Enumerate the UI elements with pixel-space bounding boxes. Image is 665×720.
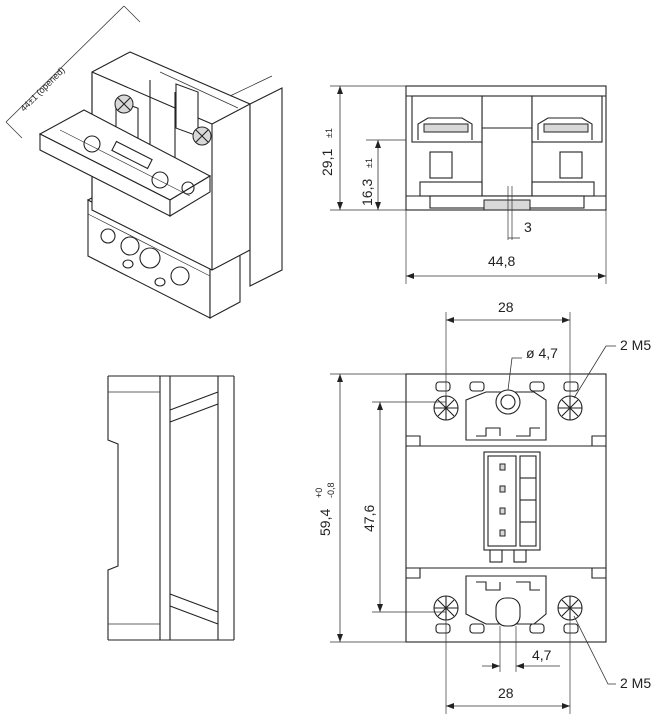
screw-top-right bbox=[557, 395, 583, 421]
dim-28-top: 28 bbox=[498, 299, 514, 315]
opened-dim-label: 44±1 (opened) bbox=[18, 65, 66, 113]
dim-16-3-tol: ±1 bbox=[364, 158, 374, 168]
front-view bbox=[405, 85, 607, 240]
connector-block bbox=[483, 451, 541, 563]
screw-bottom-left bbox=[433, 595, 459, 621]
dim-28-bottom: 28 bbox=[498, 685, 514, 701]
top-view bbox=[405, 373, 607, 643]
opened-dim-line bbox=[5, 5, 125, 123]
dim-44-8: 44,8 bbox=[488, 253, 515, 269]
dim-29-1: 29,1 bbox=[319, 149, 335, 176]
dim-hole-4-7: ø 4,7 bbox=[526, 345, 558, 361]
dim-29-1-tol: ±1 bbox=[324, 128, 334, 138]
top-view-dimensions: 28 ø 4,7 2 M5 59,4 +0 -0,8 47,6 4,7 bbox=[314, 299, 651, 714]
dim-59-4: 59,4 bbox=[317, 509, 333, 536]
isometric-view: 44±1 (opened) bbox=[5, 5, 283, 319]
dim-slot-4-7: 4,7 bbox=[532, 647, 552, 663]
dim-2m5-bottom: 2 M5 bbox=[620, 675, 651, 691]
dim-2m5-top: 2 M5 bbox=[620, 337, 651, 353]
screw-top-left bbox=[433, 395, 459, 421]
front-view-dimensions: 29,1 ±1 16,3 ±1 3 44,8 bbox=[319, 85, 607, 284]
dim-59-4-tol-down: -0,8 bbox=[326, 482, 336, 498]
dim-3: 3 bbox=[524, 219, 532, 235]
dim-59-4-tol-up: +0 bbox=[314, 488, 324, 498]
screw-bottom-right bbox=[557, 595, 583, 621]
dim-16-3: 16,3 bbox=[359, 179, 375, 206]
side-view bbox=[107, 375, 235, 641]
dim-47-6: 47,6 bbox=[361, 505, 377, 532]
